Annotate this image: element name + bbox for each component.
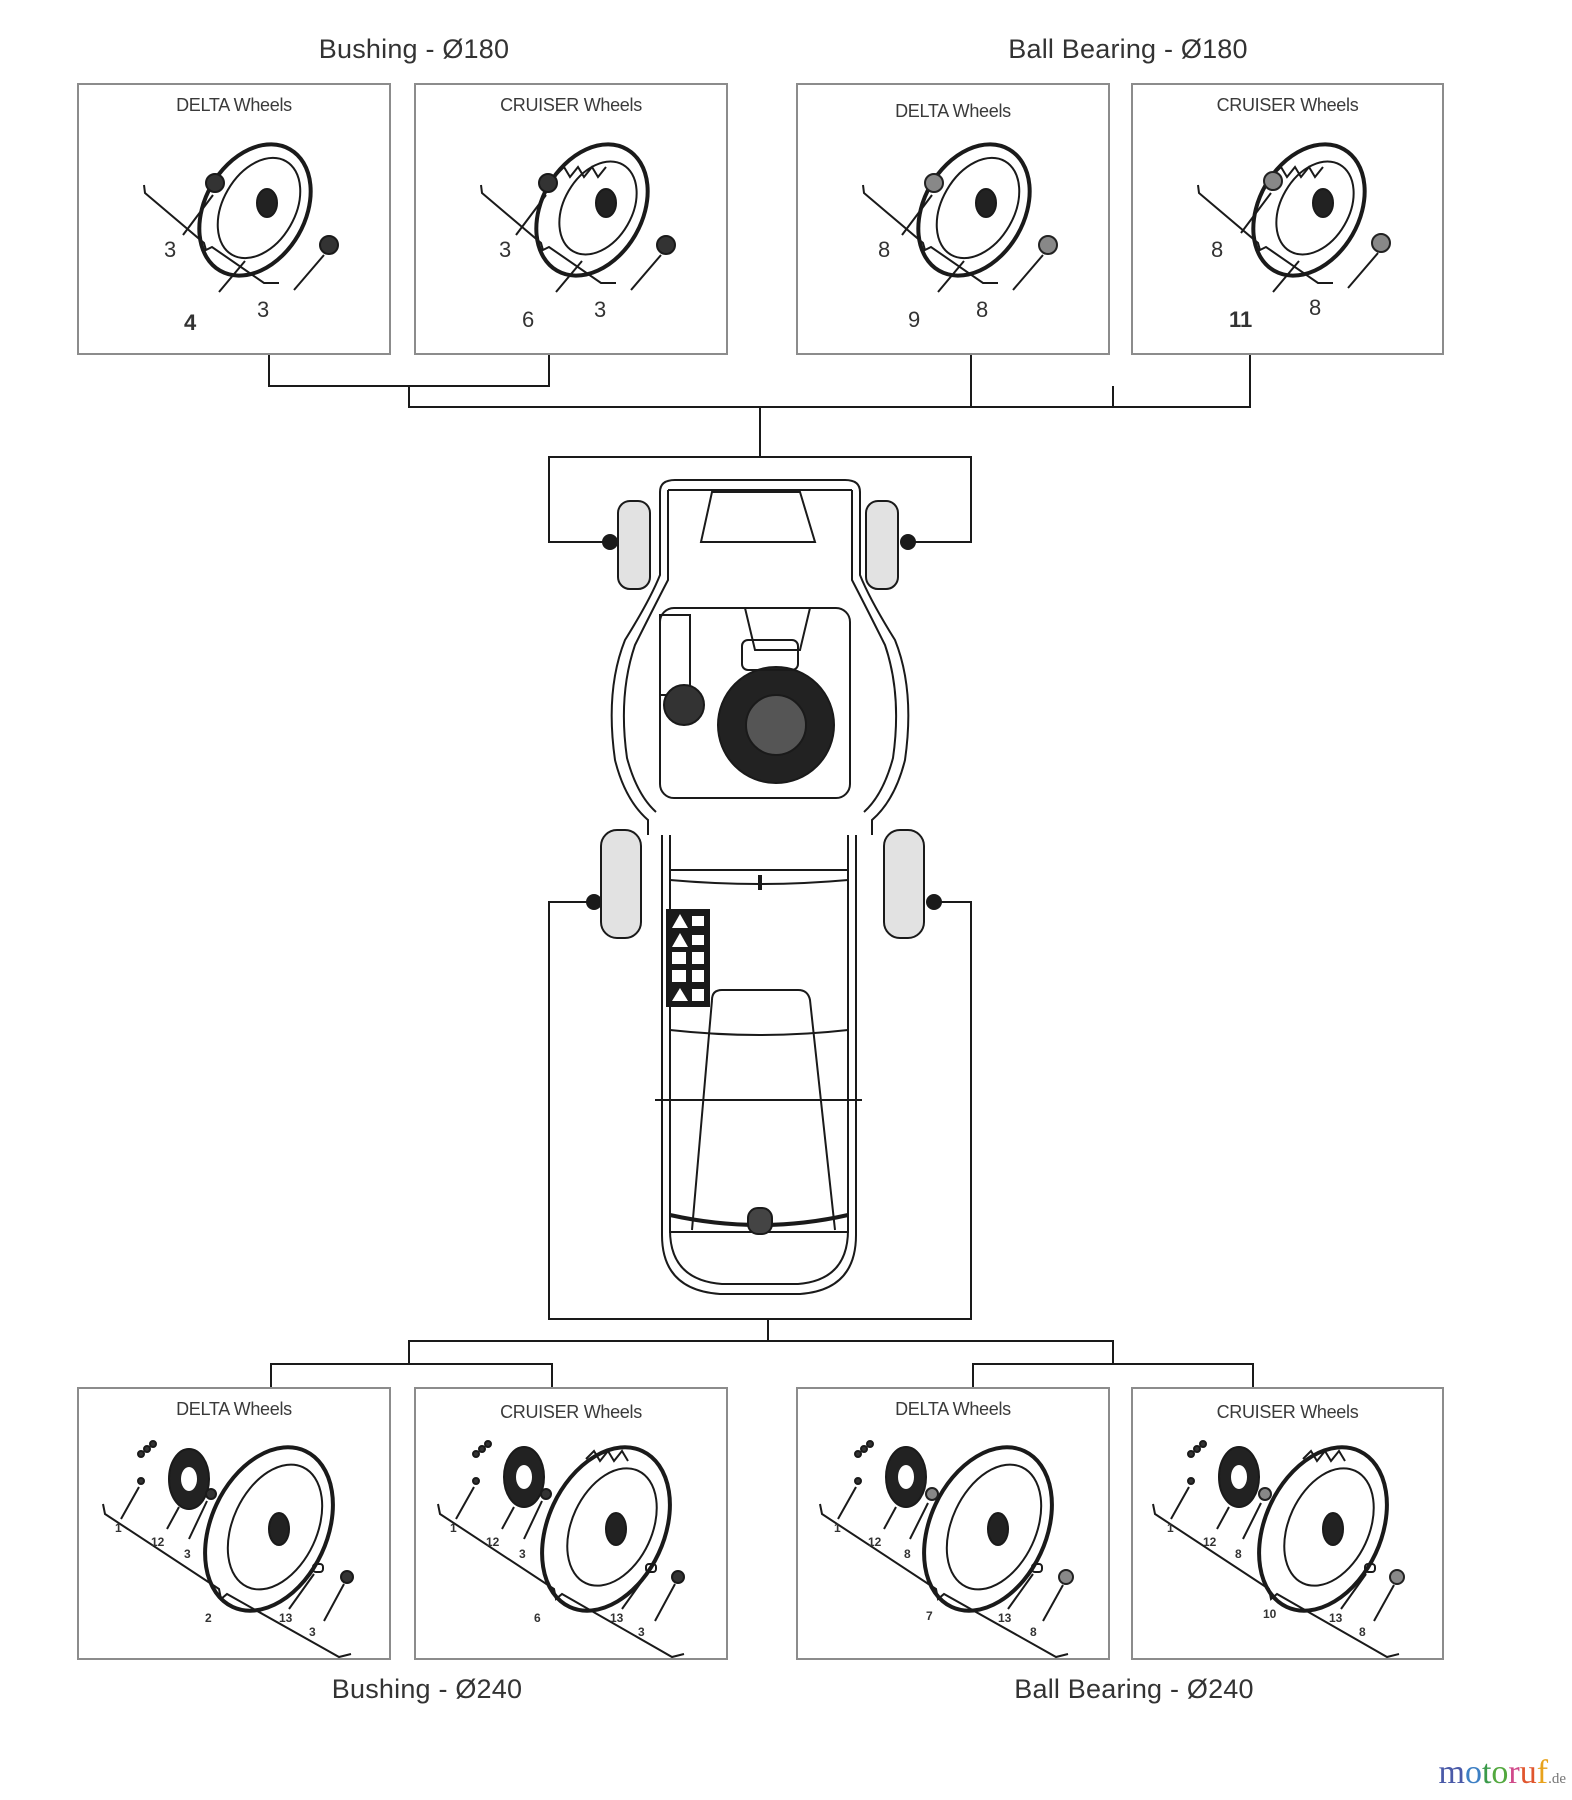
callout: 1	[834, 1521, 841, 1535]
group-title-ball-bearing-240: Ball Bearing - Ø240	[1014, 1674, 1254, 1704]
panel-ball-bearing-180-cruiser: CRUISER Wheels 8 8 11	[1131, 83, 1444, 355]
cruiser-wheel-large-icon	[1152, 1440, 1405, 1659]
callout: 3	[638, 1625, 645, 1639]
panel-ball-bearing-240-cruiser: CRUISER Wheels 1 12 8 10 13 8	[1131, 1387, 1444, 1660]
panel-bushing-240-cruiser: CRUISER Wheels 1 12 3 6 13 3	[414, 1387, 728, 1660]
callout: 2	[205, 1611, 212, 1625]
callout: 8	[976, 297, 989, 322]
callout: 1	[450, 1521, 457, 1535]
delta-wheel-small-icon	[143, 142, 339, 293]
callout: 13	[1329, 1611, 1343, 1625]
callout: 3	[594, 297, 607, 322]
panel-title: DELTA Wheels	[895, 101, 1011, 121]
panel-bushing-180-cruiser: CRUISER Wheels 3 3 6	[414, 83, 728, 355]
panel-bushing-240-delta: DELTA Wheels 1 12 3 2 13 3	[77, 1387, 391, 1660]
callout: 13	[610, 1611, 624, 1625]
callout: 3	[184, 1547, 191, 1561]
callout: 4	[184, 310, 197, 335]
panel-ball-bearing-180-delta: DELTA Wheels 8 8 9	[796, 83, 1110, 355]
callout: 12	[1203, 1535, 1217, 1549]
watermark-letter: o	[1491, 1754, 1509, 1791]
front-right-wheel	[865, 500, 899, 590]
callout: 8	[904, 1547, 911, 1561]
callout: 8	[1211, 237, 1224, 262]
watermark-letter: m	[1438, 1754, 1465, 1791]
panel-title: CRUISER Wheels	[1216, 1402, 1359, 1422]
callout: 3	[519, 1547, 526, 1561]
callout: 8	[1030, 1625, 1037, 1639]
cruiser-wheel-small-icon	[480, 142, 676, 293]
cruiser-wheel-small-icon	[1197, 142, 1391, 293]
callout: 3	[499, 237, 512, 262]
callout: 8	[878, 237, 891, 262]
callout: 3	[257, 297, 270, 322]
cruiser-wheel-large-icon	[437, 1440, 685, 1659]
wheel-attach-dots	[586, 534, 942, 910]
watermark-letter: r	[1508, 1754, 1520, 1791]
callout: 12	[486, 1535, 500, 1549]
delta-wheel-small-icon	[862, 142, 1058, 293]
watermark-letter: o	[1464, 1754, 1482, 1791]
watermark-tld: .de	[1548, 1771, 1566, 1787]
callout: 11	[1229, 307, 1253, 332]
callout: 6	[522, 307, 535, 332]
watermark-letter: t	[1481, 1754, 1492, 1791]
delta-wheel-large-icon	[102, 1440, 354, 1659]
panel-title: CRUISER Wheels	[500, 1402, 642, 1422]
callout: 8	[1309, 295, 1322, 320]
callout: 3	[309, 1625, 316, 1639]
callout: 12	[868, 1535, 882, 1549]
callout: 13	[998, 1611, 1012, 1625]
front-left-wheel	[617, 500, 651, 590]
callout: 10	[1263, 1607, 1277, 1621]
callout: 12	[151, 1535, 165, 1549]
panel-title: DELTA Wheels	[176, 95, 292, 115]
callout: 9	[908, 307, 921, 332]
group-title-bushing-240: Bushing - Ø240	[331, 1674, 523, 1704]
watermark-logo: motoruf.de	[1439, 1754, 1566, 1792]
callout: 8	[1235, 1547, 1242, 1561]
panel-title: CRUISER Wheels	[500, 95, 642, 115]
panel-ball-bearing-240-delta: DELTA Wheels 1 12 8 7 13 8	[796, 1387, 1110, 1660]
panel-title: CRUISER Wheels	[1216, 95, 1359, 115]
rear-left-wheel	[600, 829, 642, 939]
callout: 6	[534, 1611, 541, 1625]
panel-title: DELTA Wheels	[895, 1399, 1011, 1419]
callout: 13	[279, 1611, 293, 1625]
group-title-ball-bearing-180: Ball Bearing - Ø180	[1008, 34, 1248, 64]
callout: 1	[115, 1521, 122, 1535]
watermark-letter: u	[1519, 1754, 1537, 1791]
panel-bushing-180-delta: DELTA Wheels 3 3 4	[77, 83, 391, 355]
watermark-letter: f	[1536, 1754, 1549, 1791]
callout: 3	[164, 237, 177, 262]
panel-title: DELTA Wheels	[176, 1399, 292, 1419]
callout: 7	[926, 1609, 933, 1623]
delta-wheel-large-icon	[819, 1440, 1074, 1659]
rear-right-wheel	[883, 829, 925, 939]
callout: 8	[1359, 1625, 1366, 1639]
group-title-bushing-180: Bushing - Ø180	[318, 34, 510, 64]
callout: 1	[1167, 1521, 1174, 1535]
